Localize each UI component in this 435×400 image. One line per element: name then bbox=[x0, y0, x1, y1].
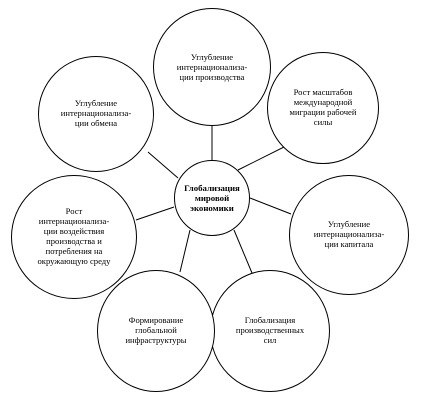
node-production-label: Углубление интернационализа- ции произво… bbox=[176, 52, 248, 82]
center-node: Глобализация мировой экономики bbox=[174, 160, 250, 236]
node-infrastructure-label: Формирование глобальной инфраструктуры bbox=[125, 315, 187, 345]
connector-left bbox=[135, 206, 175, 221]
node-infrastructure: Формирование глобальной инфраструктуры bbox=[97, 270, 215, 392]
node-labor-migration-label: Рост масштабов международной миграции ра… bbox=[289, 87, 357, 127]
node-production: Углубление интернационализа- ции произво… bbox=[153, 8, 271, 126]
connector-bottom-left bbox=[179, 229, 191, 273]
node-capital-label: Углубление интернационализа- ции капитал… bbox=[313, 219, 385, 249]
center-node-label: Глобализация мировой экономики bbox=[184, 182, 240, 214]
node-labor-migration: Рост масштабов международной миграции ра… bbox=[267, 52, 379, 164]
connector-right bbox=[249, 197, 292, 215]
node-exchange-label: Углубление интернационализа- ции обмена bbox=[60, 98, 132, 128]
connector-top-left bbox=[147, 151, 179, 179]
node-capital: Углубление интернационализа- ции капитал… bbox=[289, 175, 409, 295]
node-productive-forces-label: Глобализация производственных сил bbox=[235, 315, 305, 345]
node-environment-label: Рост интернационализа- ции воздействия п… bbox=[37, 206, 111, 266]
node-environment: Рост интернационализа- ции воздействия п… bbox=[11, 175, 137, 299]
node-exchange: Углубление интернационализа- ции обмена bbox=[38, 56, 154, 172]
node-productive-forces: Глобализация производственных сил bbox=[210, 270, 330, 392]
connector-bottom-right bbox=[233, 229, 253, 274]
connector-top-right bbox=[237, 144, 289, 171]
